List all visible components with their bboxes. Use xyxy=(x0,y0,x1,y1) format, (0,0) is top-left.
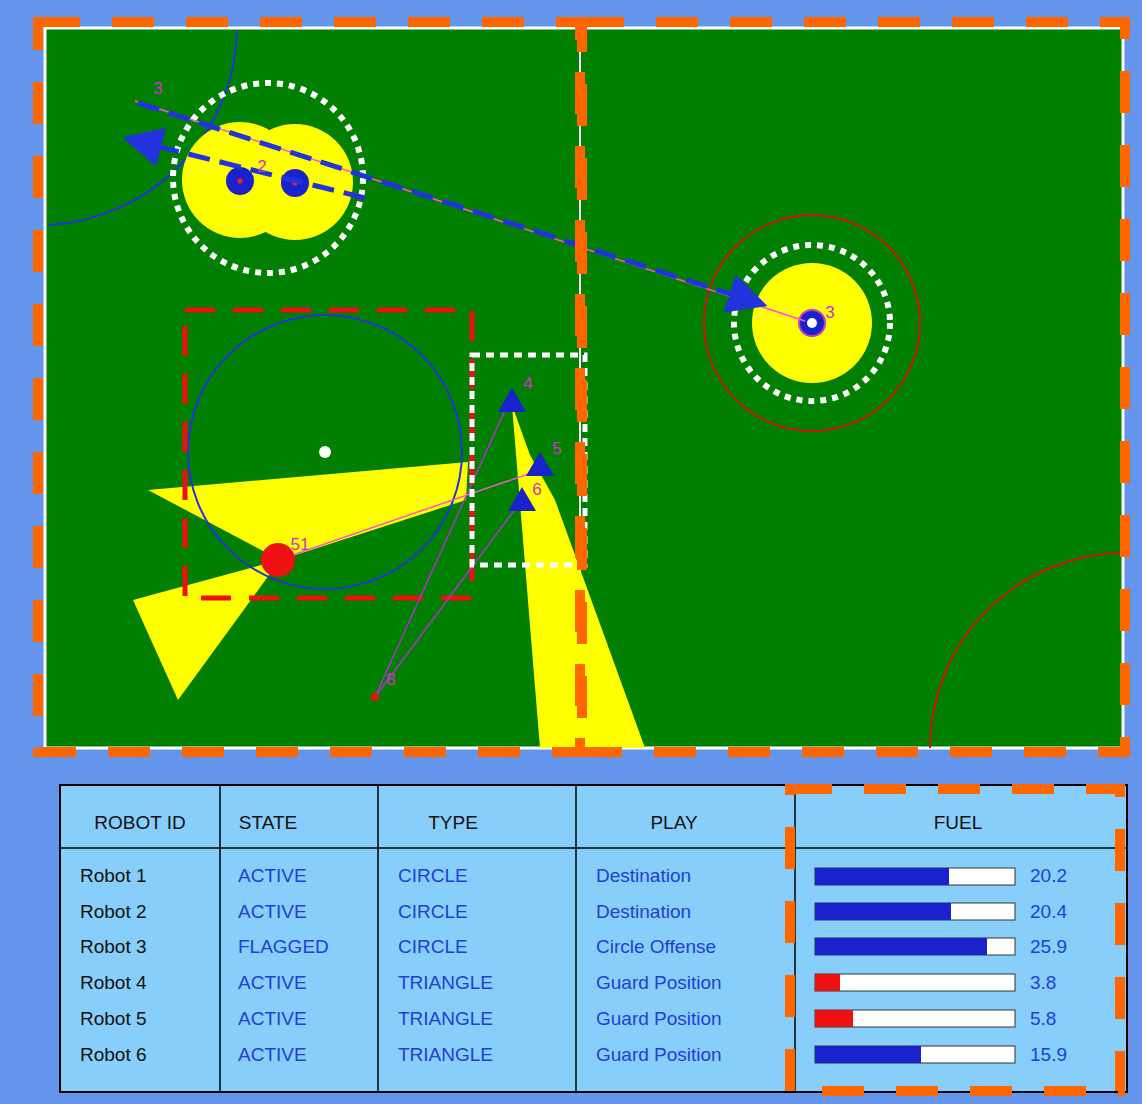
robot-center xyxy=(238,179,243,184)
field-shape xyxy=(219,785,221,1092)
path-line xyxy=(135,101,805,321)
callout-number: 3 xyxy=(825,304,834,321)
range-circle xyxy=(704,215,920,431)
robot-play: Destination xyxy=(596,866,691,885)
threat-box xyxy=(185,310,472,598)
column-header: PLAY xyxy=(650,813,697,832)
move-arrow xyxy=(138,103,758,303)
robot-state: ACTIVE xyxy=(238,1045,307,1064)
robot-id: Robot 2 xyxy=(80,902,147,921)
callout-number: 4 xyxy=(523,375,532,392)
column-header: TYPE xyxy=(428,813,478,832)
fuel-value: 20.4 xyxy=(1030,902,1067,921)
robot-play: Guard Position xyxy=(596,1009,722,1028)
robot-id: Robot 6 xyxy=(80,1045,147,1064)
field-shape xyxy=(575,785,577,1092)
robot-type: TRIANGLE xyxy=(398,1045,493,1064)
callout-number: 51 xyxy=(291,536,310,553)
assign-line xyxy=(375,500,522,697)
robot-type: CIRCLE xyxy=(398,866,468,885)
robot-state: ACTIVE xyxy=(238,866,307,885)
field-shape xyxy=(377,785,379,1092)
selection-ring xyxy=(734,245,890,401)
status-table xyxy=(60,785,1127,1092)
selection-ring xyxy=(173,83,363,273)
assign-line xyxy=(278,470,540,560)
highlight-frame xyxy=(38,22,1125,752)
assign-line xyxy=(375,395,512,697)
circle-robot xyxy=(226,167,254,195)
field-shape xyxy=(815,938,1015,955)
column-header: ROBOT ID xyxy=(94,813,186,832)
field-shape xyxy=(815,974,840,991)
guard-point xyxy=(319,446,331,458)
fuel-bars xyxy=(815,868,1015,1063)
callout-number: 8 xyxy=(386,671,395,688)
robot-zone xyxy=(752,263,872,383)
selection-box xyxy=(472,355,585,565)
highlight-frame xyxy=(790,789,1120,1091)
field-shape xyxy=(815,903,1015,920)
column-header: STATE xyxy=(239,813,297,832)
zone-arc xyxy=(930,553,1122,748)
column-header: FUEL xyxy=(934,813,983,832)
enemy-robot xyxy=(261,543,295,577)
fuel-value: 20.2 xyxy=(1030,866,1067,885)
field-shape xyxy=(815,903,951,920)
field-shape xyxy=(815,1046,1015,1063)
robot-play: Guard Position xyxy=(596,973,722,992)
robot-id: Robot 3 xyxy=(80,937,147,956)
field-shape xyxy=(38,22,580,752)
field-shape xyxy=(815,868,1015,885)
triangle-robot xyxy=(498,388,526,412)
field-shape xyxy=(815,938,987,955)
sensor-cone xyxy=(133,560,280,700)
robot-state: ACTIVE xyxy=(238,1009,307,1028)
fuel-value: 3.8 xyxy=(1030,973,1056,992)
fuel-value: 5.8 xyxy=(1030,1009,1056,1028)
triangle-robot xyxy=(526,452,554,476)
robot-id: Robot 5 xyxy=(80,1009,147,1028)
robot-play: Destination xyxy=(596,902,691,921)
circle-robot xyxy=(799,310,825,336)
field-shape xyxy=(815,1010,1015,1027)
robot-state: FLAGGED xyxy=(238,937,329,956)
guard-circle xyxy=(188,315,462,589)
robot-id: Robot 4 xyxy=(80,973,147,992)
field-shape xyxy=(582,22,1125,752)
robot-state: ACTIVE xyxy=(238,973,307,992)
robot-type: CIRCLE xyxy=(398,937,468,956)
table-rule xyxy=(220,785,795,1092)
robot-state: ACTIVE xyxy=(238,902,307,921)
field-shape xyxy=(815,1010,853,1027)
callout-number: 5 xyxy=(552,440,561,457)
fuel-value: 25.9 xyxy=(1030,937,1067,956)
robot-type: CIRCLE xyxy=(398,902,468,921)
move-arrow xyxy=(132,140,365,198)
robot-type: TRIANGLE xyxy=(398,973,493,992)
robot-type: TRIANGLE xyxy=(398,1009,493,1028)
robot-play: Circle Offense xyxy=(596,937,716,956)
robot-center xyxy=(807,318,817,328)
field-shape xyxy=(815,868,949,885)
callout-number: 3 xyxy=(153,80,162,97)
robot-play: Guard Position xyxy=(596,1045,722,1064)
callout-number: 2 xyxy=(257,158,266,175)
field-shape xyxy=(815,974,1015,991)
robot-id: Robot 1 xyxy=(80,866,147,885)
callout-number: 6 xyxy=(532,481,541,498)
target-dot xyxy=(371,693,379,701)
triangle-robot xyxy=(508,487,536,511)
fuel-value: 15.9 xyxy=(1030,1045,1067,1064)
field-shape xyxy=(815,1046,921,1063)
